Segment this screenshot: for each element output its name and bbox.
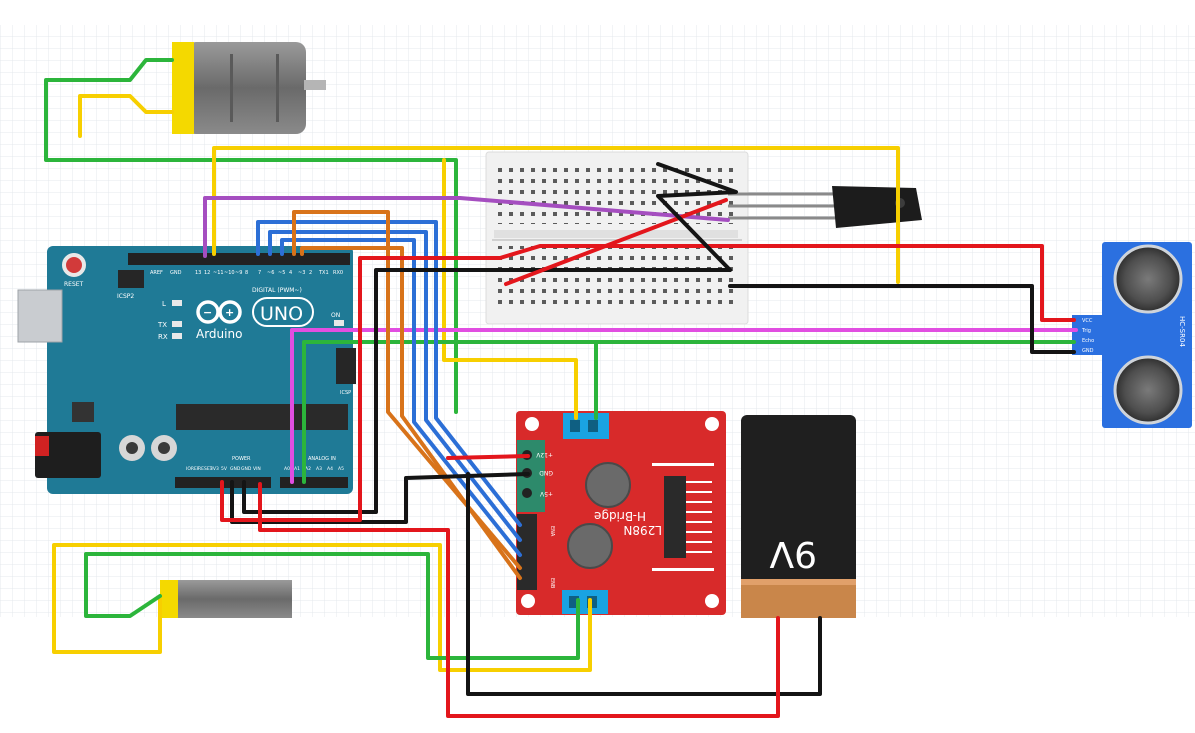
svg-text:A0: A0 xyxy=(284,466,290,472)
digital-pin-labels: 13 12 ~11 ~10 ~9 8 7 ~6 ~5 4 ~3 2 TX1 RX… xyxy=(150,270,343,276)
pin-12v-label: +12V xyxy=(535,451,553,458)
hbridge-title: H-Bridge xyxy=(594,509,646,523)
logic-header xyxy=(517,514,537,590)
hbridge-chip-label: L298N xyxy=(623,523,662,537)
analog-in-label: ANALOG IN xyxy=(308,456,336,462)
svg-text:12: 12 xyxy=(204,270,210,276)
dc-motor-bottom xyxy=(160,580,292,618)
battery-9v: 9V xyxy=(741,415,856,618)
reset-label: RESET xyxy=(64,281,84,288)
svg-text:4: 4 xyxy=(289,270,292,276)
svg-text:−: − xyxy=(203,306,212,319)
svg-text:~9: ~9 xyxy=(235,270,242,276)
svg-text:3V3: 3V3 xyxy=(210,466,219,472)
atmega-chip xyxy=(176,404,348,430)
svg-text:A1: A1 xyxy=(294,466,300,472)
analog-header xyxy=(280,477,348,488)
svg-text:~6: ~6 xyxy=(267,270,274,276)
svg-text:13: 13 xyxy=(195,270,201,276)
motor-b-terminal xyxy=(562,590,608,614)
svg-text:RX0: RX0 xyxy=(333,270,343,276)
uno-model-label: UNO xyxy=(260,303,303,325)
capacitor-2 xyxy=(567,523,613,569)
rx-label: RX xyxy=(158,333,168,341)
pin-5v-label: +5V xyxy=(539,490,553,497)
svg-text:A5: A5 xyxy=(338,466,344,472)
l298n-hbridge: +12V GND +5V H-Bridge L298N ENA ENB xyxy=(516,411,726,615)
svg-text:2: 2 xyxy=(309,270,312,276)
arduino-uno-board: RESET ICSP2 DIGITAL (PWM~) 13 12 ~11 ~10… xyxy=(17,246,356,494)
dc-motor-top xyxy=(172,42,326,134)
power-pin-labels: IOREF RESET 3V3 5V GND GND VIN xyxy=(186,466,261,472)
battery-label: 9V xyxy=(769,533,817,574)
digital-header xyxy=(128,253,350,265)
digital-label: DIGITAL (PWM~) xyxy=(252,287,302,294)
svg-text:GND: GND xyxy=(241,466,252,472)
sensor-pin-trig: Trig xyxy=(1081,328,1091,334)
svg-text:TX1: TX1 xyxy=(318,270,329,276)
sensor-pin-vcc: VCC xyxy=(1082,318,1093,324)
svg-text:GND: GND xyxy=(170,270,182,276)
svg-text:VIN: VIN xyxy=(253,466,261,472)
pin-enb-label: ENB xyxy=(549,578,555,589)
svg-text:AREF: AREF xyxy=(150,270,163,276)
pin-gnd-label: GND xyxy=(539,469,553,476)
wires xyxy=(44,58,1078,718)
svg-text:7: 7 xyxy=(258,270,261,276)
svg-text:A2: A2 xyxy=(305,466,311,472)
svg-text:~5: ~5 xyxy=(278,270,285,276)
svg-text:RESET: RESET xyxy=(198,466,213,472)
svg-text:IOREF: IOREF xyxy=(186,466,200,472)
power-label: POWER xyxy=(232,456,251,462)
arduino-logo: − + xyxy=(196,300,242,324)
svg-text:A3: A3 xyxy=(316,466,322,472)
analog-pin-labels: A0 A1 A2 A3 A4 A5 xyxy=(284,466,344,472)
svg-text:~3: ~3 xyxy=(298,270,305,276)
svg-text:+: + xyxy=(225,306,234,319)
l298n-heatsink xyxy=(664,476,686,558)
arduino-logo-text: Arduino xyxy=(196,327,242,341)
breadboard xyxy=(485,151,749,325)
svg-text:~10: ~10 xyxy=(224,270,235,276)
reset-button[interactable] xyxy=(62,253,86,277)
icsp-label: ICSP xyxy=(340,390,351,396)
ultrasonic-sensor: VCC Trig Echo GND HC-SR04 xyxy=(1072,242,1192,428)
motor-a-terminal xyxy=(563,413,609,439)
on-label: ON xyxy=(331,312,340,319)
icsp2-label: ICSP2 xyxy=(117,293,134,300)
pin-ena-label: ENA xyxy=(549,526,555,537)
l-label: L xyxy=(162,300,166,308)
svg-text:5V: 5V xyxy=(221,466,228,472)
sensor-pin-echo: Echo xyxy=(1082,338,1094,344)
tx-label: TX xyxy=(157,321,167,329)
svg-text:A4: A4 xyxy=(327,466,333,472)
sensor-model-label: HC-SR04 xyxy=(1178,316,1186,347)
capacitor-1 xyxy=(585,462,631,508)
sensor-pin-gnd: GND xyxy=(1082,348,1094,354)
svg-text:GND: GND xyxy=(230,466,241,472)
svg-text:8: 8 xyxy=(245,270,248,276)
svg-text:~11: ~11 xyxy=(213,270,224,276)
